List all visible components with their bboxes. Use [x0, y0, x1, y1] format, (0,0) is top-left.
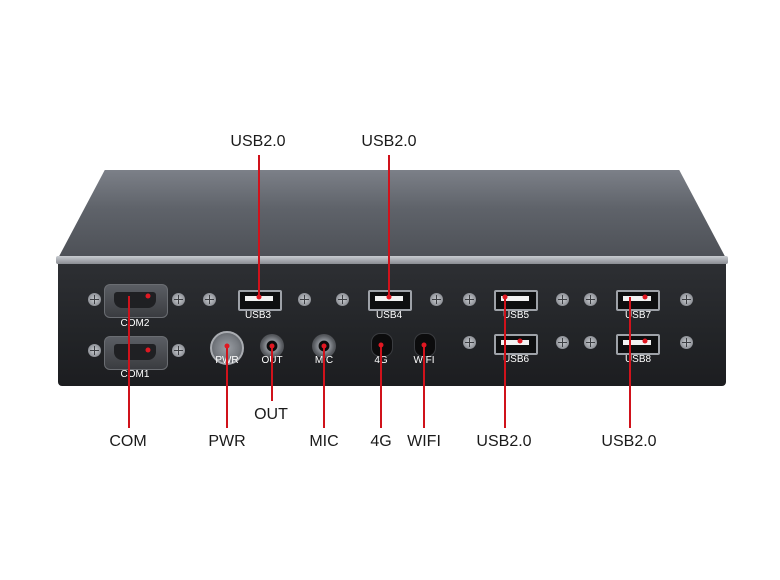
callout-wifi: WIFI [407, 433, 441, 450]
usb3-label: USB3 [244, 310, 272, 321]
screw-icon [556, 336, 569, 349]
usb5-port [494, 290, 538, 311]
usb6-port [494, 334, 538, 355]
usb4-marker-dot [386, 294, 392, 300]
usb7-marker-dot [642, 294, 648, 300]
usb5-marker-dot [502, 294, 508, 300]
screw-icon [172, 293, 185, 306]
usb8-port [616, 334, 660, 355]
usb7-port [616, 290, 660, 311]
usb3-leader-line [258, 155, 260, 297]
wifi-marker-dot [421, 342, 427, 348]
usb3-port [238, 290, 282, 311]
callout-usb2-bottom-left: USB2.0 [476, 433, 532, 450]
screw-icon [336, 293, 349, 306]
4g-leader-line [380, 345, 382, 428]
screw-icon [680, 336, 693, 349]
callout-pwr: PWR [208, 433, 246, 450]
screw-icon [88, 344, 101, 357]
usb4-port [368, 290, 412, 311]
usb7-8-leader-line [629, 297, 631, 428]
device-front-edge [56, 256, 728, 264]
usb7-label: USB7 [624, 310, 652, 321]
4g-marker-dot [378, 342, 384, 348]
usb6-label: USB6 [502, 354, 530, 365]
com2-label: COM2 [120, 318, 150, 329]
com1-label: COM1 [120, 369, 150, 380]
screw-icon [172, 344, 185, 357]
callout-out: OUT [254, 406, 288, 423]
screw-icon [463, 336, 476, 349]
callout-4g: 4G [370, 433, 392, 450]
mic-leader-line [323, 345, 325, 428]
callout-usb2-bottom-right: USB2.0 [601, 433, 657, 450]
usb5-label: USB5 [502, 310, 530, 321]
com2-marker-dot [145, 293, 151, 299]
mic-marker-dot [321, 343, 327, 349]
com1-port [104, 336, 168, 370]
callout-com: COM [109, 433, 147, 450]
screw-icon [680, 293, 693, 306]
usb4-label: USB4 [375, 310, 403, 321]
screw-icon [584, 293, 597, 306]
out-marker-dot [269, 343, 275, 349]
com1-marker-dot [145, 347, 151, 353]
com-leader-line [128, 296, 130, 428]
usb5-6-leader-line [504, 297, 506, 428]
screw-icon [430, 293, 443, 306]
device-front-panel [58, 264, 726, 386]
screw-icon [556, 293, 569, 306]
screw-icon [203, 293, 216, 306]
usb8-label: USB8 [624, 354, 652, 365]
pwr-leader-line [226, 345, 228, 428]
screw-icon [298, 293, 311, 306]
usb6-marker-dot [517, 338, 523, 344]
usb8-marker-dot [642, 338, 648, 344]
usb3-marker-dot [256, 294, 262, 300]
wifi-leader-line [423, 345, 425, 428]
usb4-leader-line [388, 155, 390, 297]
screw-icon [88, 293, 101, 306]
screw-icon [584, 336, 597, 349]
device-top-cover [58, 170, 726, 266]
callout-usb2-top-left: USB2.0 [230, 133, 286, 150]
out-leader-line [271, 345, 273, 401]
com2-port [104, 284, 168, 318]
screw-icon [463, 293, 476, 306]
callout-usb2-top-right: USB2.0 [361, 133, 417, 150]
callout-mic: MIC [309, 433, 339, 450]
pwr-marker-dot [224, 343, 230, 349]
